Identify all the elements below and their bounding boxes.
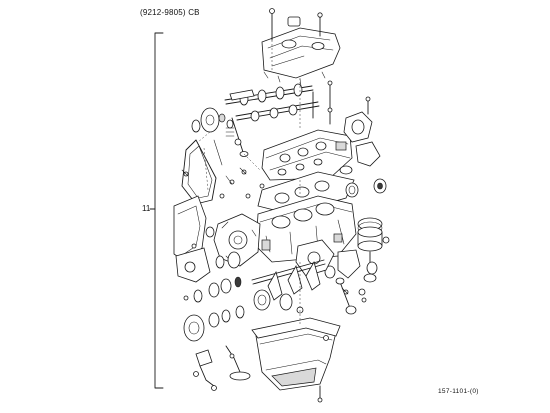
main-bearings [193, 276, 242, 303]
cylinder-head-cover [261, 8, 341, 87]
valve-parts [213, 117, 249, 166]
oil-pump [295, 239, 361, 279]
piston-assembly [357, 217, 390, 283]
crankshaft [251, 259, 326, 311]
assembly-index-label: 11 [142, 204, 151, 213]
timing-belt-cover [173, 195, 211, 283]
camshaft-assembly [224, 80, 333, 125]
figure-reference-number: 157-1101-(0) [438, 388, 479, 395]
oil-strainer [193, 345, 251, 391]
oil-seal-rings [324, 178, 387, 279]
fasteners [181, 107, 367, 359]
crank-sprocket [215, 251, 304, 314]
alignment-lines [197, 78, 301, 326]
crank-pulley [183, 305, 245, 342]
cylinder-head [261, 129, 353, 181]
cylinder-block [255, 195, 357, 263]
water-pump [205, 213, 261, 267]
connecting-rod [335, 277, 366, 315]
camshaft-sprocket [191, 107, 226, 133]
assembly-bracket [149, 32, 164, 389]
thermostat-housing [339, 96, 381, 175]
oil-pan [251, 317, 341, 403]
head-gasket [257, 171, 355, 215]
model-code-label: (9212-9805) CB [140, 8, 200, 17]
